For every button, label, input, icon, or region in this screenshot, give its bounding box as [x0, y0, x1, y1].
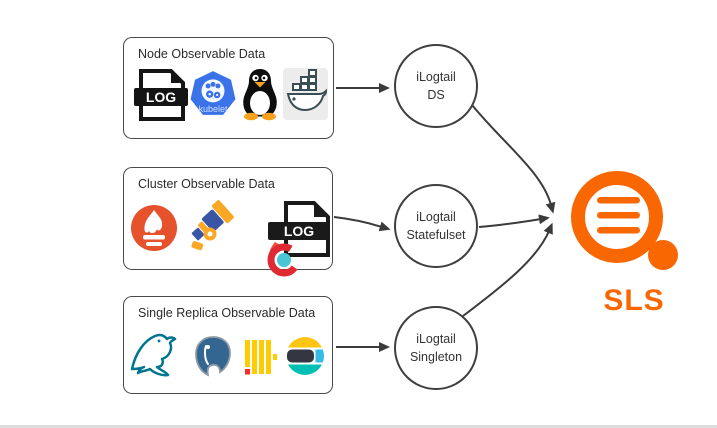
kubelet-text: kubelet [198, 104, 228, 114]
linux-tux-icon [240, 67, 280, 126]
arrow-statefulset-to-sls [478, 214, 550, 228]
node-label-line1: iLogtail [416, 331, 456, 346]
log-file-text: LOG [146, 89, 176, 105]
log-analysis-text: LOG [284, 223, 314, 239]
mysql-dolphin-icon [129, 329, 185, 382]
arrow-ds-to-sls [471, 104, 556, 214]
docker-icon [283, 68, 328, 125]
kubelet-icon: kubelet [190, 68, 236, 127]
node-label-line2: Statefulset [406, 228, 466, 242]
group-title: Cluster Observable Data [138, 177, 275, 191]
node-label-line2: Singleton [409, 350, 463, 364]
group-title: Node Observable Data [138, 47, 266, 61]
clickhouse-bars-icon [243, 337, 277, 382]
arrow-singleton-to-sls [462, 222, 553, 317]
node-ilogtail-singleton: iLogtail Singleton [394, 306, 478, 390]
sls-label: SLS [603, 284, 665, 317]
node-label-line2: DS [427, 88, 445, 102]
arrow-cluster-box-to-statefulset [333, 216, 391, 232]
telescope-icon [184, 197, 234, 260]
node-label-line1: iLogtail [416, 209, 456, 224]
screenshot-bottom-edge [0, 425, 717, 428]
log-analysis-icon: LOG [264, 200, 336, 283]
elasticsearch-icon [284, 335, 326, 382]
node-label-line1: iLogtail [416, 69, 456, 84]
group-title: Single Replica Observable Data [138, 306, 316, 320]
prometheus-icon [130, 204, 178, 257]
sls-magnifier-icon [566, 168, 682, 283]
node-ilogtail-statefulset: iLogtail Statefulset [394, 184, 478, 268]
postgresql-elephant-icon [192, 334, 234, 383]
log-file-icon: LOG [133, 68, 189, 127]
node-ilogtail-ds: iLogtail DS [394, 44, 478, 128]
